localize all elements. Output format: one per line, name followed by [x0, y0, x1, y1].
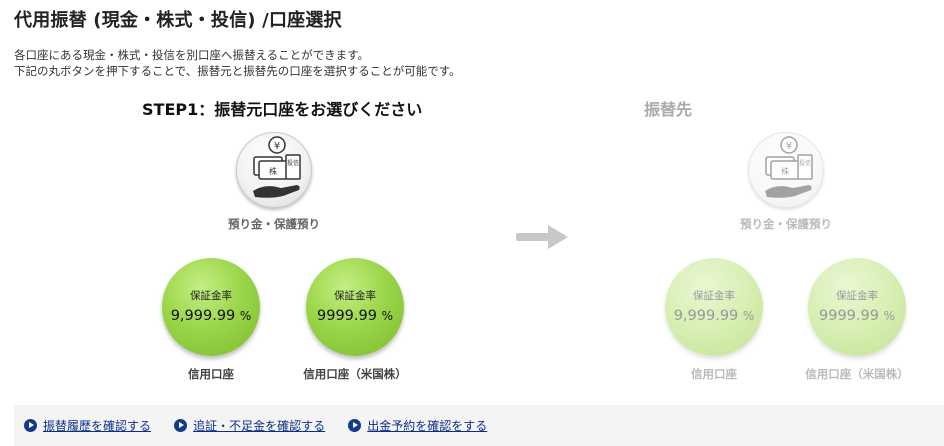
yen-glyph: ¥: [786, 141, 792, 152]
ratio-label: 保証金率: [190, 290, 232, 302]
withdrawal-reservation-link[interactable]: 出金予約を確認をする: [348, 417, 487, 434]
footer-links: 振替履歴を確認する 追証・不足金を確認する 出金予約を確認をする: [14, 405, 944, 446]
ratio-label: 保証金率: [693, 290, 735, 302]
destination-deposit-option[interactable]: ¥ 株 投信 預り金・保護預り: [731, 132, 841, 232]
source-step-title: STEP1：振替元口座をお選びください: [142, 100, 423, 119]
ratio-value: 9999.99: [819, 308, 879, 324]
source-deposit-label: 預り金・保護預り: [228, 217, 320, 231]
description-line-2: 下記の丸ボタンを押下することで、振替元と振替先の口座を選択することが可能です。: [14, 64, 461, 78]
transfer-history-link[interactable]: 振替履歴を確認する: [24, 417, 151, 434]
deposit-yen-stock-fund-icon: ¥ 株 投信: [765, 136, 813, 198]
link-label: 振替履歴を確認する: [43, 419, 152, 433]
ratio-value: 9,999.99: [673, 308, 739, 324]
page-title: 代用振替 (現金・株式・投信) /口座選択: [14, 10, 342, 31]
stock-glyph: 株: [781, 166, 789, 176]
ratio-unit: %: [742, 309, 755, 323]
fund-glyph: 投信: [287, 159, 299, 167]
account-name: 信用口座（米国株）: [303, 367, 407, 381]
yen-glyph: ¥: [274, 141, 280, 152]
ratio-value: 9,999.99: [170, 308, 236, 324]
source-deposit-option[interactable]: ¥ 株 投信 預り金・保護預り: [219, 132, 329, 232]
margin-call-link[interactable]: 追証・不足金を確認する: [174, 417, 325, 434]
source-us-margin-account[interactable]: 保証金率 9999.99 % 信用口座（米国株）: [290, 258, 420, 382]
ratio-value-wrap: 9999.99 %: [306, 308, 404, 324]
page-description: 各口座にある現金・株式・投信を別口座へ振替えることができます。 下記の丸ボタンを…: [14, 47, 461, 79]
stock-glyph: 株: [269, 166, 277, 176]
account-name: 信用口座: [188, 367, 234, 381]
destination-margin-account[interactable]: 保証金率 9,999.99 % 信用口座: [649, 258, 779, 382]
ratio-label: 保証金率: [836, 290, 878, 302]
deposit-yen-stock-fund-icon: ¥ 株 投信: [253, 136, 301, 198]
link-label: 追証・不足金を確認する: [193, 419, 326, 433]
ratio-label: 保証金率: [334, 290, 376, 302]
ratio-unit: %: [239, 309, 252, 323]
play-circle-icon: [174, 419, 188, 432]
destination-title: 振替先: [644, 100, 693, 119]
ratio-unit: %: [381, 309, 393, 323]
ratio-unit: %: [883, 309, 895, 323]
ratio-value-wrap: 9,999.99 %: [162, 308, 260, 324]
source-margin-account[interactable]: 保証金率 9,999.99 % 信用口座: [146, 258, 276, 382]
source-deposit-button[interactable]: ¥ 株 投信: [236, 132, 312, 208]
ratio-value: 9999.99: [317, 308, 377, 324]
play-circle-icon: [24, 419, 37, 432]
destination-margin-account-button[interactable]: 保証金率 9,999.99 %: [665, 258, 763, 356]
destination-deposit-button[interactable]: ¥ 株 投信: [748, 132, 824, 208]
source-margin-account-button[interactable]: 保証金率 9,999.99 %: [162, 258, 260, 356]
link-label: 出金予約を確認をする: [367, 419, 488, 433]
account-name: 信用口座: [691, 367, 737, 381]
account-name: 信用口座（米国株）: [805, 367, 909, 381]
destination-deposit-label: 預り金・保護預り: [740, 217, 832, 231]
play-circle-icon: [348, 419, 362, 432]
destination-us-margin-account[interactable]: 保証金率 9999.99 % 信用口座（米国株）: [792, 258, 922, 382]
fund-glyph: 投信: [799, 159, 811, 167]
destination-us-margin-account-button[interactable]: 保証金率 9999.99 %: [808, 258, 906, 356]
right-arrow-icon: [516, 225, 568, 249]
source-us-margin-account-button[interactable]: 保証金率 9999.99 %: [306, 258, 404, 356]
ratio-value-wrap: 9999.99 %: [808, 308, 906, 324]
ratio-value-wrap: 9,999.99 %: [665, 308, 763, 324]
description-line-1: 各口座にある現金・株式・投信を別口座へ振替えることができます。: [14, 48, 370, 62]
